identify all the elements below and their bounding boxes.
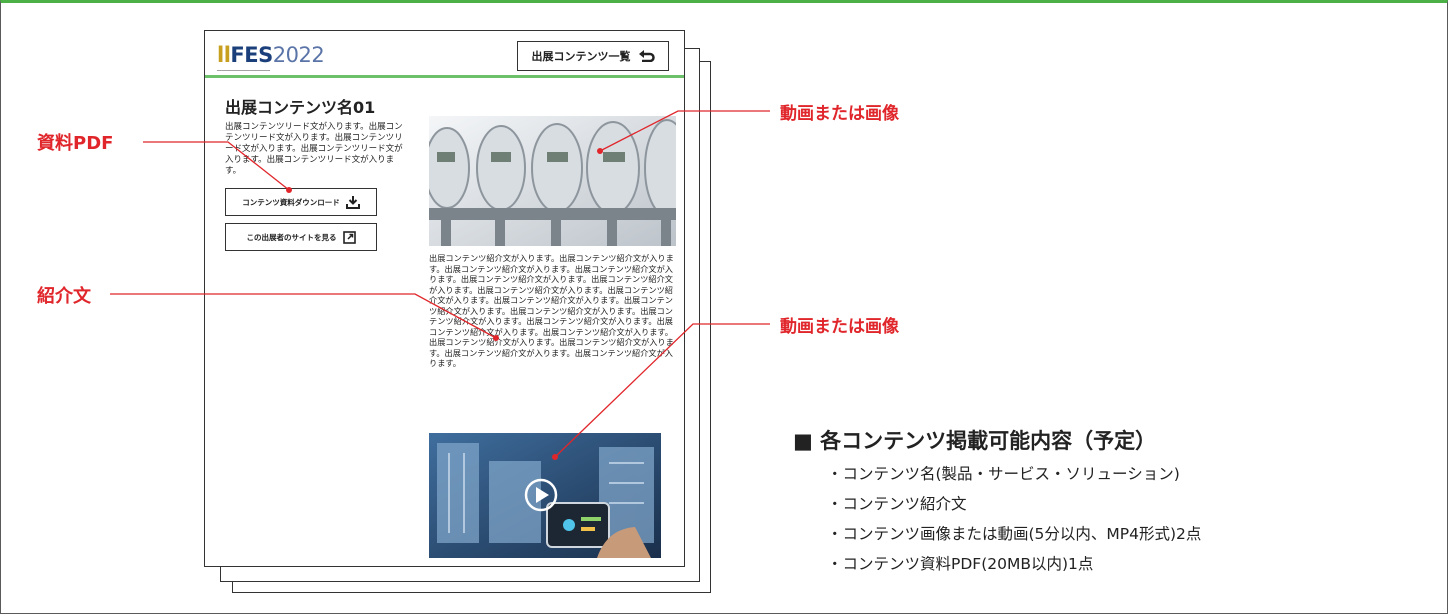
intro-text: 出展コンテンツ紹介文が入ります。出展コンテンツ紹介文が入ります。出展コンテンツ紹… bbox=[429, 253, 674, 368]
media-image-meters bbox=[429, 116, 676, 246]
callout-pdf: 資料PDF bbox=[37, 133, 114, 154]
pdf-download-label: コンテンツ資料ダウンロード bbox=[242, 197, 340, 207]
content-list-label: 出展コンテンツ一覧 bbox=[531, 50, 631, 63]
callout-media-top: 動画または画像 bbox=[780, 104, 899, 124]
callout-intro: 紹介文 bbox=[37, 286, 91, 307]
play-icon bbox=[524, 478, 558, 512]
list-item: ・コンテンツ紹介文 bbox=[827, 495, 967, 513]
page-mockup: llFES2022 ━━━━━━━━━━━━━━━━━━━━━━ 出展コンテンツ… bbox=[204, 30, 685, 567]
external-link-icon bbox=[342, 230, 356, 244]
header-rule bbox=[205, 75, 684, 78]
callout-media-bottom: 動画または画像 bbox=[780, 317, 899, 337]
list-item: ・コンテンツ名(製品・サービス・ソリューション) bbox=[827, 465, 1180, 483]
content-spec-title: ■ 各コンテンツ掲載可能内容（予定） bbox=[793, 429, 1157, 453]
download-icon bbox=[345, 195, 360, 209]
exhibitor-site-button[interactable]: この出展者のサイトを見る bbox=[225, 223, 377, 251]
content-title: 出展コンテンツ名01 bbox=[225, 98, 376, 117]
return-arrow-icon bbox=[638, 50, 655, 62]
media-video-factory[interactable] bbox=[429, 433, 661, 558]
content-spec-list: ・コンテンツ名(製品・サービス・ソリューション) ・コンテンツ紹介文 ・コンテン… bbox=[793, 459, 1393, 579]
list-item: ・コンテンツ資料PDF(20MB以内)1点 bbox=[827, 555, 1094, 573]
event-logo: llFES2022 ━━━━━━━━━━━━━━━━━━━━━━ bbox=[217, 43, 325, 73]
content-spec-section: ■ 各コンテンツ掲載可能内容（予定） ・コンテンツ名(製品・サービス・ソリューシ… bbox=[793, 425, 1393, 579]
lead-text: 出展コンテンツリード文が入ります。出展コンテンツリード文が入ります。出展コンテン… bbox=[225, 122, 403, 176]
exhibitor-site-label: この出展者のサイトを見る bbox=[246, 232, 337, 242]
pdf-download-button[interactable]: コンテンツ資料ダウンロード bbox=[225, 188, 377, 216]
list-item: ・コンテンツ画像または動画(5分以内、MP4形式)2点 bbox=[827, 525, 1202, 543]
content-list-button[interactable]: 出展コンテンツ一覧 bbox=[517, 41, 669, 71]
